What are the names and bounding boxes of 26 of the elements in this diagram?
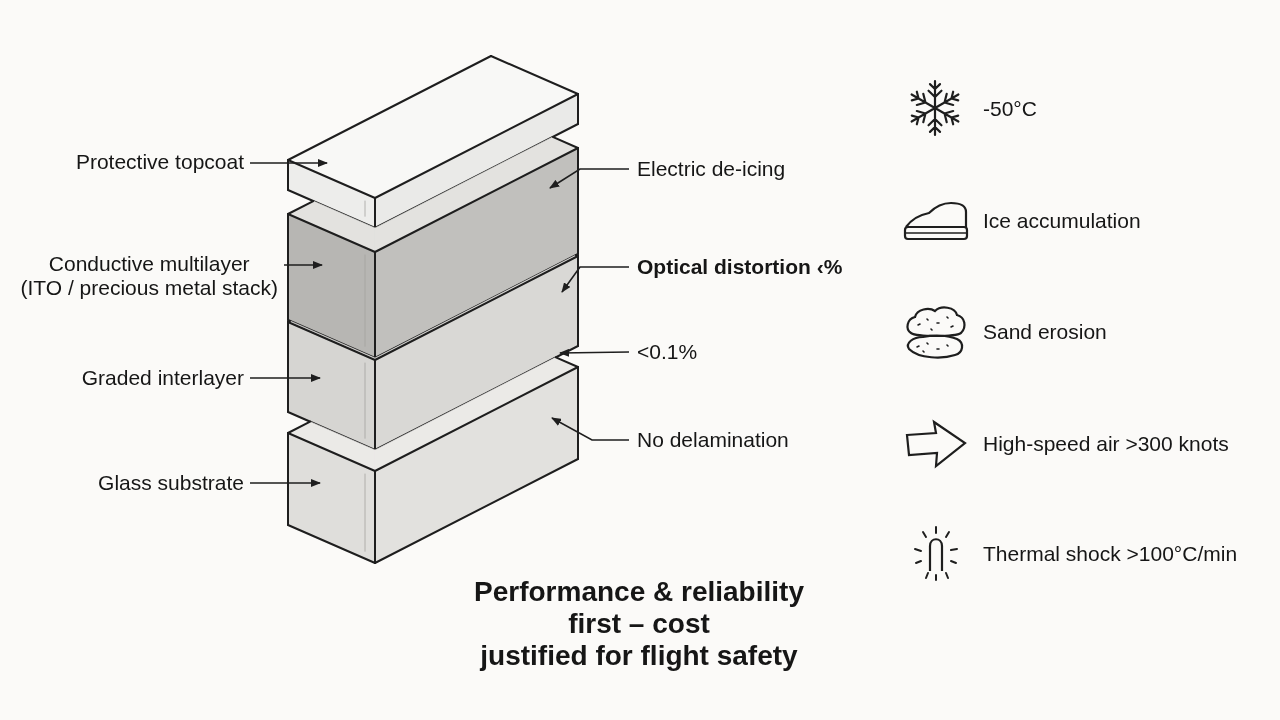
leader-arrow: [561, 266, 630, 293]
leader-arrow: [249, 479, 321, 487]
property-label: Optical distortion ‹%: [637, 255, 843, 279]
layer-label: Conductive multilayer (ITO / precious metal stack): [20, 252, 278, 300]
property-label: No delamination: [637, 428, 789, 452]
leader-arrow: [283, 261, 323, 269]
caption-text: Performance & reliability first – cost justified for flight safety: [474, 576, 804, 672]
condition-label: -50°C: [983, 97, 1037, 121]
layer-block: [287, 254, 579, 451]
condition-label: Thermal shock >100°C/min: [983, 542, 1238, 566]
layer-label: Glass substrate: [98, 471, 244, 495]
leader-arrow: [249, 159, 328, 167]
property-label: Electric de-icing: [637, 157, 786, 181]
condition-label: High-speed air >300 knots: [983, 432, 1229, 456]
property-label: <0.1%: [637, 340, 698, 364]
leader-arrow: [559, 348, 630, 357]
layer-label: Graded interlayer: [81, 366, 244, 390]
leader-arrow: [549, 168, 630, 189]
layer-block: [287, 135, 579, 359]
layer-block: [287, 356, 579, 564]
condition-label: Sand erosion: [983, 320, 1107, 344]
layer-block: [287, 55, 579, 229]
leader-arrow: [249, 374, 321, 382]
condition-label: Ice accumulation: [983, 209, 1141, 233]
leader-arrow: [551, 417, 630, 441]
layer-label: Protective topcoat: [75, 150, 244, 174]
